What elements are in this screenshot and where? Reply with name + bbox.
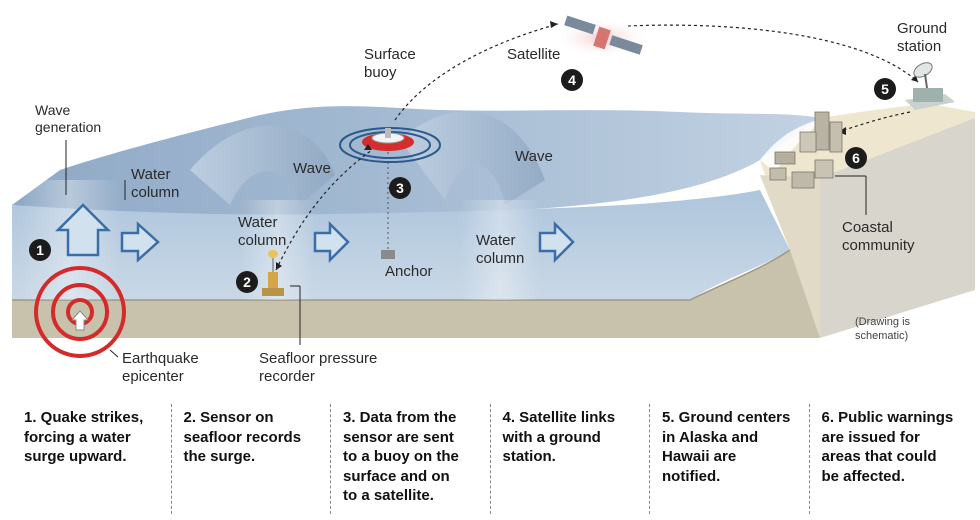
label-water-column-1: Water column	[131, 166, 180, 201]
arrowhead-1	[364, 144, 372, 150]
building-low-5	[769, 167, 787, 181]
epicenter-ring-outer	[34, 266, 126, 358]
label-water-column-2: Water column	[238, 214, 287, 249]
label-wave-2: Wave	[515, 148, 553, 165]
water-column-3	[460, 200, 540, 300]
tsunami-diagram	[12, 15, 975, 358]
station-building	[913, 88, 943, 102]
right-arrow-1	[120, 221, 160, 263]
buoy-mast	[385, 128, 391, 138]
arrowhead-5	[276, 262, 282, 270]
step-badge-5: 5	[874, 78, 896, 100]
label-ground-station: Ground station	[897, 20, 948, 55]
label-coastal-community: Coastal community	[842, 219, 915, 254]
step-3-text: 3. Data from the sensor are sent to a bu…	[330, 404, 490, 514]
step-badge-6: 6	[845, 147, 867, 169]
seafloor-shadow	[12, 249, 791, 301]
pressure-recorder-base	[262, 288, 284, 296]
right-arrow-3	[538, 220, 575, 264]
land-front	[760, 175, 820, 338]
arrowhead-2	[550, 21, 558, 28]
epicenter-arrow	[70, 310, 90, 331]
step-badge-4: 4	[561, 69, 583, 91]
step-1-text: 1. Quake strikes, forcing a water surge …	[24, 409, 144, 465]
wave-crest-left	[190, 125, 335, 205]
label-water-column-3: Water column	[476, 232, 525, 267]
pressure-recorder-body	[268, 272, 278, 288]
step-badge-1: 1	[29, 239, 51, 261]
building-low-4	[774, 151, 796, 165]
anchor-block	[381, 250, 395, 259]
label-wave-generation: Wave generation	[35, 102, 102, 135]
step-6-text: 6. Public warnings are issued for areas …	[808, 404, 969, 514]
steps-legend: 1. Quake strikes, forcing a water surge …	[12, 404, 968, 514]
ocean-front	[12, 190, 790, 300]
step-4-text: 4. Satellite links with a ground station…	[489, 404, 650, 514]
step-2-text: 2. Sensor on seafloor records the surge.	[170, 404, 331, 514]
label-seafloor-pressure-recorder: Seafloor pressure recorder	[259, 350, 378, 385]
satellite-panel-right	[609, 35, 643, 55]
link-buoy-to-satellite	[394, 23, 559, 121]
right-arrow-2	[313, 220, 350, 264]
label-earthquake-epicenter: Earthquake epicenter	[122, 350, 199, 385]
label-wave-1: Wave	[293, 160, 331, 177]
epicenter-ring-mid	[51, 283, 109, 341]
link-satellite-to-station	[627, 24, 919, 83]
step-5-text: 5. Ground centers in Alaska and Hawaii a…	[649, 404, 809, 514]
link-recorder-to-buoy	[275, 149, 373, 271]
building-low-3	[814, 159, 834, 179]
wave-crest-right	[400, 111, 545, 205]
label-satellite: Satellite	[507, 46, 561, 63]
leader-epicenter	[109, 349, 119, 358]
label-anchor: Anchor	[385, 263, 433, 280]
label-drawing-note: (Drawing is schematic)	[855, 316, 911, 342]
satellite-panel-left	[564, 15, 596, 35]
upward-arrow	[54, 203, 112, 257]
step-badge-2: 2	[236, 271, 258, 293]
satellite-body	[593, 26, 611, 50]
step-badge-3: 3	[389, 177, 411, 199]
building-low-2	[791, 171, 815, 189]
station-dish-mast	[924, 73, 928, 89]
label-surface-buoy: Surface buoy	[364, 46, 416, 81]
building-mid	[829, 121, 843, 153]
pressure-recorder-float	[268, 250, 278, 258]
building-tall	[814, 111, 830, 151]
building-low-1	[799, 131, 817, 153]
seafloor	[12, 245, 820, 338]
land-side	[820, 118, 975, 338]
